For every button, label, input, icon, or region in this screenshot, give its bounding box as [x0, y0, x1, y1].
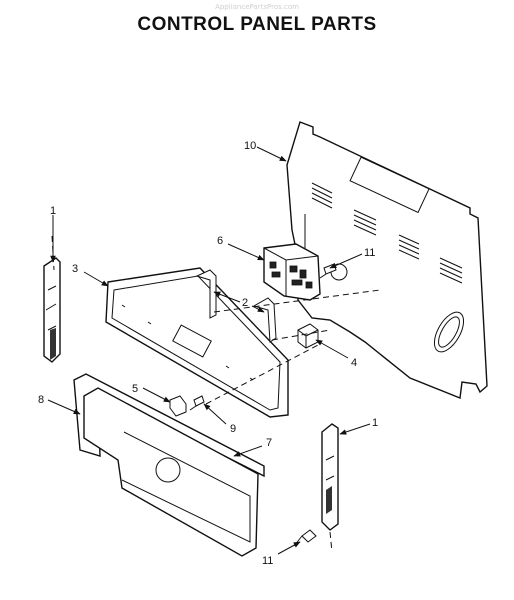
- bracket-part-2a[interactable]: [195, 269, 217, 319]
- leader-lines: [47, 146, 371, 555]
- callout-8: 8: [38, 394, 44, 406]
- callout-3: 3: [72, 263, 78, 275]
- callout-4: 4: [351, 357, 357, 369]
- callout-10: 10: [244, 140, 256, 152]
- callout-11-bottom: 11: [262, 555, 273, 567]
- callout-labels: 10 1 3 6 11 2 4 5 9 8 7 1 11: [38, 140, 378, 567]
- callout-5: 5: [132, 383, 138, 395]
- callout-1-left: 1: [50, 205, 56, 217]
- callout-1-right: 1: [372, 417, 378, 429]
- alignment-lines: [51, 235, 381, 553]
- knob-part-5[interactable]: [169, 395, 187, 417]
- callout-6: 6: [217, 235, 223, 247]
- bracket-part-2b[interactable]: [252, 297, 277, 343]
- callout-11-top: 11: [364, 247, 375, 259]
- trim-panel-part-7[interactable]: [83, 387, 259, 557]
- control-board-part-6[interactable]: [263, 243, 321, 301]
- vent-slots-upper: [311, 182, 463, 284]
- diagram-title: CONTROL PANEL PARTS: [137, 14, 377, 35]
- end-cap-part-1-right[interactable]: [321, 423, 339, 531]
- rear-panel-part-10[interactable]: [286, 121, 488, 399]
- block-part-4[interactable]: [297, 323, 319, 349]
- screw-part-9[interactable]: [189, 395, 205, 411]
- callout-9: 9: [230, 423, 236, 435]
- callout-2: 2: [242, 297, 248, 309]
- end-cap-part-1-left[interactable]: [43, 257, 61, 363]
- watermark-text: AppliancePartsPros.com: [215, 3, 299, 11]
- callout-7: 7: [266, 437, 272, 449]
